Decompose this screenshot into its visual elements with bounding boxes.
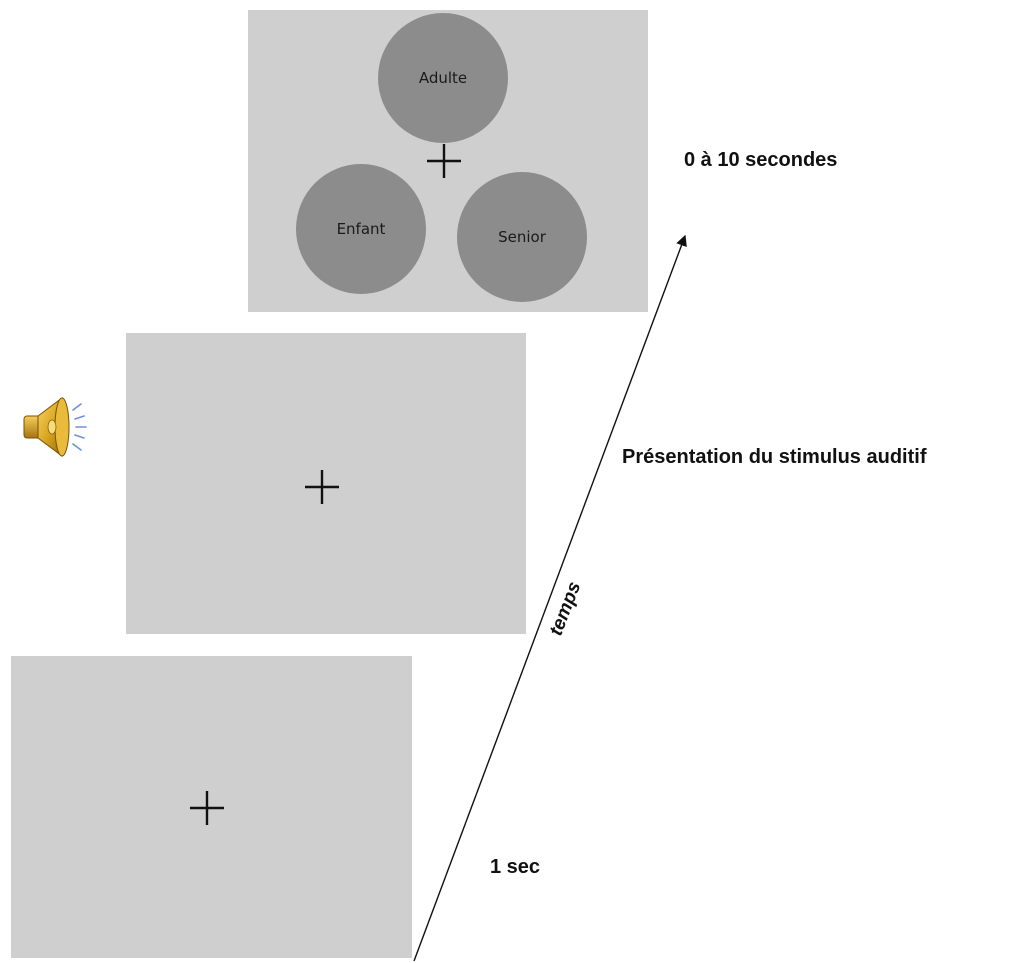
start-duration-label: 1 sec [490,856,541,878]
stimulus-screen [126,333,526,634]
option-senior[interactable]: Senior [457,172,587,302]
fixation-cross [426,143,462,179]
option-enfant[interactable]: Enfant [296,164,426,294]
option-adulte[interactable]: Adulte [378,13,508,143]
response-duration-label: 0 à 10 secondes [684,149,838,171]
fixation-cross [304,469,340,505]
stimulus-presentation-label: Présentation du stimulus auditif [622,446,927,468]
option-senior-label: Senior [498,228,546,246]
fixation-cross [189,790,225,826]
response-screen: Adulte Enfant Senior [248,10,648,312]
speaker-icon [18,392,90,462]
start-screen [11,656,412,958]
option-adulte-label: Adulte [418,69,468,87]
option-enfant-label: Enfant [336,220,386,238]
